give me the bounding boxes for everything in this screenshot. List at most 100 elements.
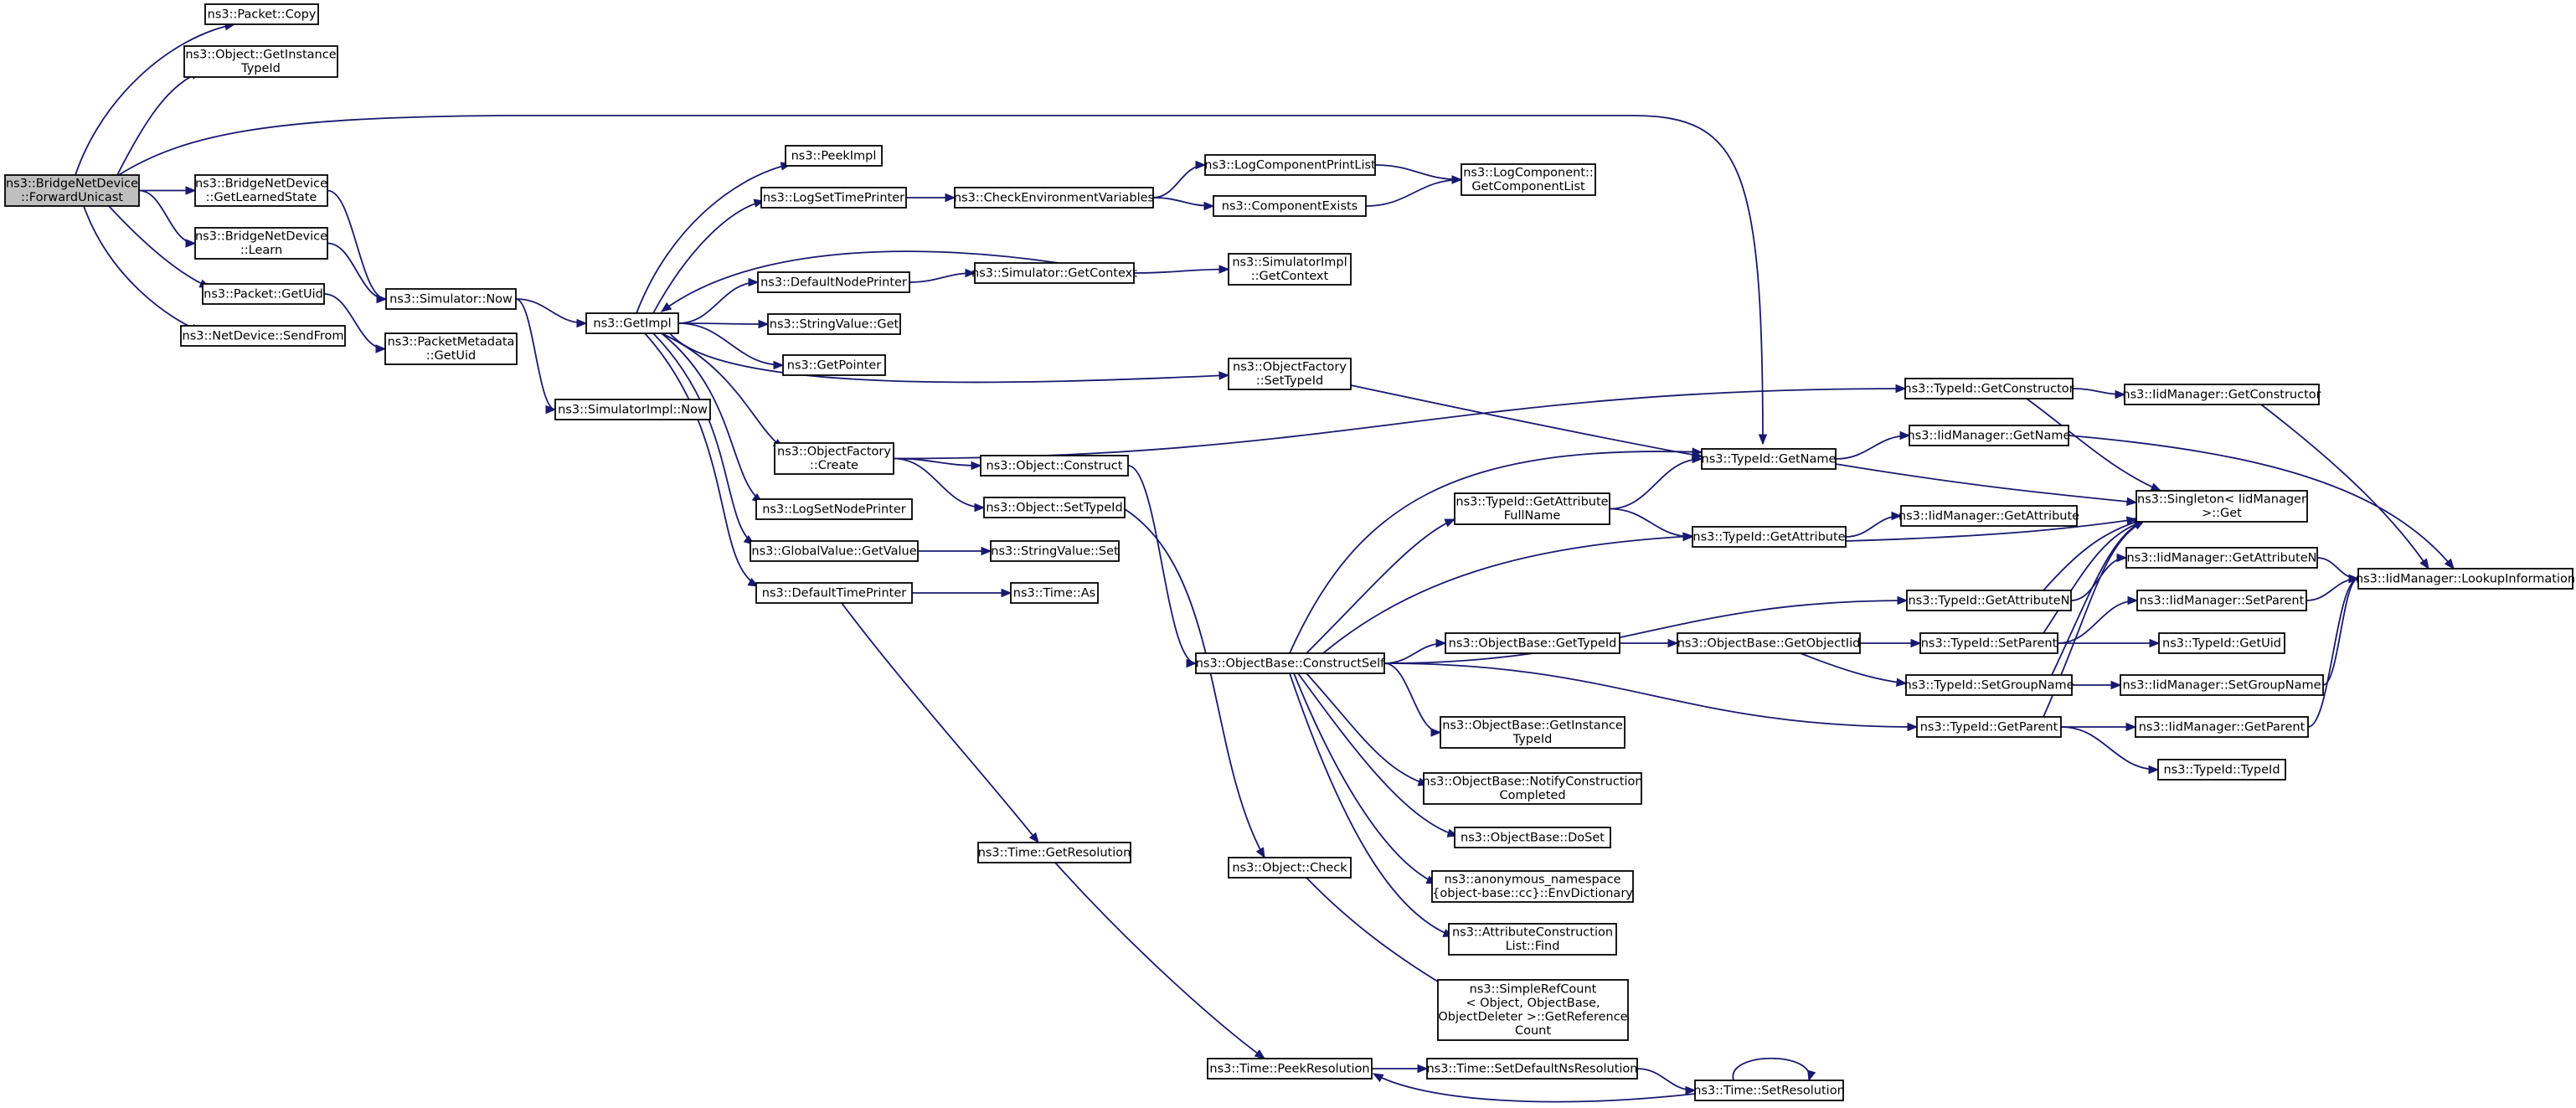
node-box [785, 145, 883, 167]
node-box [1909, 425, 2069, 446]
edge-tidsetparent-to-tidgetuid [2057, 638, 2161, 648]
edge-deftime-to-timeas [911, 588, 1012, 598]
edge-arrowhead [1899, 430, 1911, 441]
node-logsetnp[interactable]: ns3::LogSetNodePrinter [755, 498, 913, 520]
node-obnotify[interactable]: ns3::ObjectBase::NotifyConstructionCompl… [1422, 772, 1643, 805]
node-tidgetparent[interactable]: ns3::TypeId::GetParent [1916, 716, 2062, 738]
node-anonenv[interactable]: ns3::anonymous_namespace{object-base::cc… [1431, 870, 1634, 903]
node-sendfrom[interactable]: ns3::NetDevice::SendFrom [180, 325, 346, 347]
edge-obconstructself-to-obgettid [1383, 638, 1447, 664]
node-puid[interactable]: ns3::Packet::GetUid [202, 283, 325, 305]
node-iidgetparent[interactable]: ns3::IidManager::GetParent [2135, 716, 2309, 738]
node-label: ns3::TypeId::GetConstructor [1904, 382, 2074, 395]
node-objcheck[interactable]: ns3::Object::Check [1228, 857, 1352, 879]
node-label: ns3::IidManager::SetGroupName [2122, 678, 2321, 692]
node-box [782, 354, 886, 376]
node-tidgetctor[interactable]: ns3::TypeId::GetConstructor [1904, 378, 2074, 399]
node-logcgcl[interactable]: ns3::LogComponent::GetComponentList [1461, 163, 1596, 196]
edge-arrowhead [2150, 482, 2162, 492]
edge-arrowhead [2149, 638, 2161, 648]
node-checkenv[interactable]: ns3::CheckEnvironmentVariables [954, 187, 1154, 209]
edge-arrowhead [2110, 680, 2122, 690]
node-label: ns3::TypeId::GetUid [2162, 636, 2281, 650]
node-tidtypeid[interactable]: ns3::TypeId::TypeId [2157, 759, 2286, 781]
node-defnode[interactable]: ns3::DefaultNodePrinter [757, 271, 910, 293]
node-getimpl[interactable]: ns3::GetImpl [585, 312, 679, 334]
edge-ofcreate-to-objsettid [893, 457, 986, 513]
edge-simnow-to-simimplnow [515, 298, 557, 415]
node-tidgetuid[interactable]: ns3::TypeId::GetUid [2158, 632, 2285, 654]
node-obdoset[interactable]: ns3::ObjectBase::DoSet [1454, 827, 1611, 848]
node-singleton[interactable]: ns3::Singleton< IidManager>::Get [2136, 490, 2308, 523]
edge-arrowhead [1203, 201, 1215, 211]
node-strget[interactable]: ns3::StringValue::Get [767, 313, 901, 335]
node-simgetctx[interactable]: ns3::Simulator::GetContext [971, 262, 1137, 284]
node-pmuid[interactable]: ns3::PacketMetadata::GetUid [384, 332, 518, 365]
node-simimplnow[interactable]: ns3::SimulatorImpl::Now [554, 399, 711, 420]
node-objsettid[interactable]: ns3::Object::SetTypeId [983, 497, 1126, 518]
edge-obgetoid-to-tidsetparent [1859, 638, 1922, 648]
node-timeas[interactable]: ns3::Time::As [1010, 582, 1099, 604]
node-obconstructself[interactable]: ns3::ObjectBase::ConstructSelf [1195, 652, 1385, 674]
node-fwd[interactable]: ns3::BridgeNetDevice::ForwardUnicast [4, 174, 140, 207]
node-iidlookup[interactable]: ns3::IidManager::LookupInformation [2356, 568, 2575, 590]
node-iidgetname[interactable]: ns3::IidManager::GetName [1908, 425, 2071, 446]
node-logsettp[interactable]: ns3::LogSetTimePrinter [760, 187, 907, 209]
edge-fwd-to-learn [138, 189, 197, 248]
node-objconstruct[interactable]: ns3::Object::Construct [980, 455, 1129, 477]
edge-timegetres-to-peekres [1054, 862, 1266, 1059]
node-iidsetparent[interactable]: ns3::IidManager::SetParent [2136, 590, 2307, 611]
node-label: ns3::CheckEnvironmentVariables [954, 191, 1154, 204]
node-label: >::Get [2202, 507, 2242, 520]
node-box [1195, 652, 1385, 674]
edge-line [1322, 535, 1693, 654]
node-peekres[interactable]: ns3::Time::PeekResolution [1207, 1058, 1373, 1080]
edge-arrowhead [1907, 722, 1919, 732]
node-ofcreate[interactable]: ns3::ObjectFactory::Create [774, 442, 894, 475]
node-label: ns3::ObjectFactory [777, 446, 891, 459]
edge-tidsetgroup-to-iidsetgroup [2072, 680, 2122, 690]
node-srcgetref[interactable]: ns3::SimpleRefCount< Object, ObjectBase,… [1437, 979, 1629, 1041]
node-learn[interactable]: ns3::BridgeNetDevice::Learn [194, 227, 328, 260]
node-deftime[interactable]: ns3::DefaultTimePrinter [755, 582, 913, 604]
edge-arrowhead [974, 502, 986, 513]
node-simnow[interactable]: ns3::Simulator::Now [385, 288, 517, 310]
node-tidsetparent[interactable]: ns3::TypeId::SetParent [1919, 632, 2058, 654]
node-timesetres[interactable]: ns3::Time::SetResolution [1693, 1080, 1845, 1101]
node-learned[interactable]: ns3::BridgeNetDevice::GetLearnedState [194, 174, 328, 207]
node-simimplctx[interactable]: ns3::SimulatorImpl::GetContext [1228, 253, 1352, 286]
node-tidsetgroup[interactable]: ns3::TypeId::SetGroupName [1904, 674, 2074, 696]
node-getptr[interactable]: ns3::GetPointer [782, 354, 886, 376]
edge-timesetres-to-timesetres [1732, 1057, 1816, 1082]
edge-line [1732, 1057, 1811, 1081]
node-peekimpl[interactable]: ns3::PeekImpl [785, 145, 883, 167]
node-box [1207, 1058, 1373, 1080]
node-tidgetattrn[interactable]: ns3::TypeId::GetAttributeN [1906, 590, 2072, 611]
node-timesetdef[interactable]: ns3::Time::SetDefaultNsResolution [1426, 1058, 1638, 1080]
node-iidgetctor[interactable]: ns3::IidManager::GetConstructor [2122, 384, 2321, 405]
node-timegetres[interactable]: ns3::Time::GetResolution [977, 842, 1131, 863]
node-obgetoid[interactable]: ns3::ObjectBase::GetObjectIid [1677, 632, 1861, 654]
node-iidgetattrn[interactable]: ns3::IidManager::GetAttributeN [2125, 547, 2318, 569]
node-gvget[interactable]: ns3::GlobalValue::GetValue [750, 540, 919, 562]
node-logcpl[interactable]: ns3::LogComponentPrintList [1204, 154, 1376, 176]
node-iidsetgroup[interactable]: ns3::IidManager::SetGroupName [2120, 674, 2324, 696]
node-ofsettid[interactable]: ns3::ObjectFactory::SetTypeId [1228, 358, 1352, 390]
node-iidgetattr[interactable]: ns3::IidManager::GetAttribute [1899, 505, 2079, 527]
node-label: ns3::BridgeNetDevice [6, 178, 138, 191]
edge-arrowhead [748, 277, 760, 287]
node-tidgetname[interactable]: ns3::TypeId::GetName [1701, 448, 1837, 470]
node-strset[interactable]: ns3::StringValue::Set [990, 540, 1120, 562]
node-obgettid[interactable]: ns3::ObjectBase::GetTypeId [1445, 632, 1620, 654]
node-pcopy[interactable]: ns3::Packet::Copy [204, 3, 319, 25]
node-compexists[interactable]: ns3::ComponentExists [1213, 195, 1367, 217]
node-box [2135, 716, 2309, 738]
node-tidgetattr[interactable]: ns3::TypeId::GetAttribute [1692, 526, 1847, 548]
edge-line [2043, 520, 2145, 634]
edge-line [661, 332, 763, 503]
